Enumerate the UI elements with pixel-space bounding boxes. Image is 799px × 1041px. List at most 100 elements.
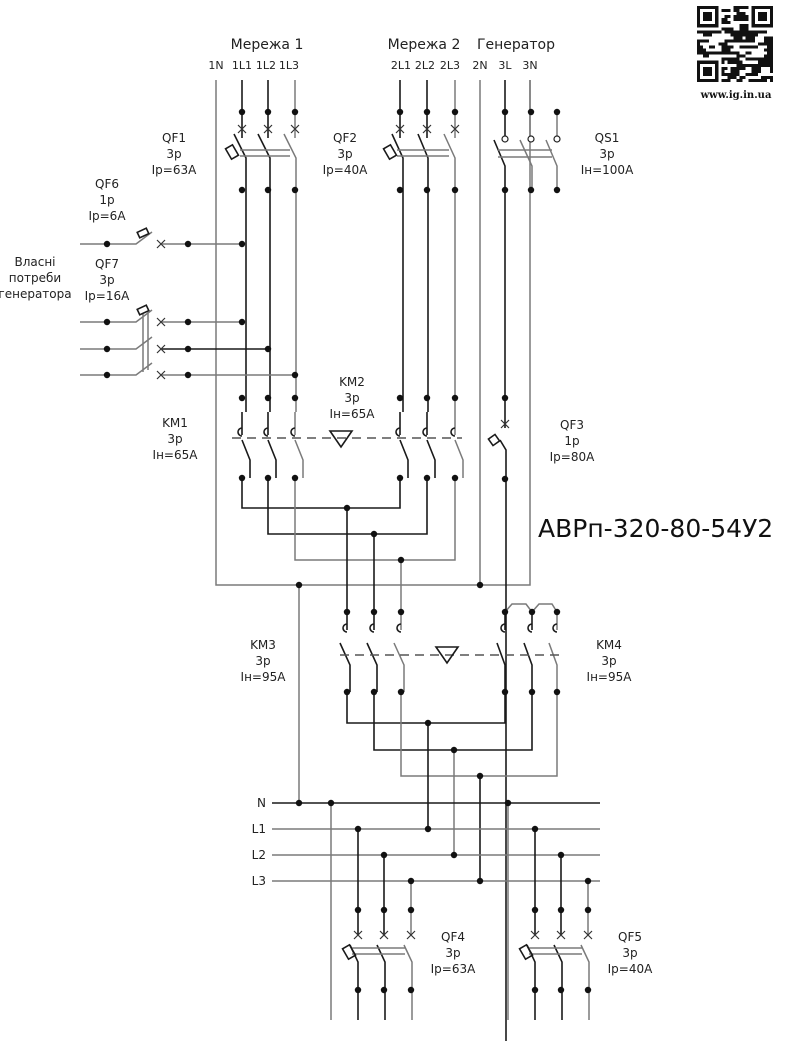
junction-dot	[528, 608, 536, 616]
svg-text:Iр=40А: Iр=40А	[608, 962, 653, 976]
junction-dot	[531, 986, 539, 994]
svg-text:QF4: QF4	[441, 930, 465, 944]
junction-dot	[424, 719, 432, 727]
junction-dot	[103, 345, 111, 353]
svg-text:KM3: KM3	[250, 638, 276, 652]
bus-L3-label: L3	[252, 874, 266, 888]
junction-dot	[370, 530, 378, 538]
junction-dot	[327, 799, 335, 807]
own-needs-label: Власні потреби генератора	[0, 255, 72, 301]
junction-dot	[103, 371, 111, 379]
junction-dot	[423, 394, 431, 402]
terminal-2N: 2N	[472, 59, 487, 72]
junction-dot	[476, 877, 484, 885]
bus-N-label: N	[257, 796, 266, 810]
junction-dot	[501, 608, 509, 616]
svg-text:1р: 1р	[99, 193, 114, 207]
svg-text:Iр=80А: Iр=80А	[550, 450, 595, 464]
device-labels: QF1 3р Iр=63А QF2 3р Iр=40А QS1 3р Iн=10…	[0, 131, 653, 976]
qf5-label: QF5 3р Iр=40А	[608, 930, 653, 976]
junction-dot	[423, 186, 431, 194]
terminal-1L3: 1L3	[279, 59, 299, 72]
km2-label: KM2 3р Iн=65А	[330, 375, 376, 421]
svg-text:1р: 1р	[564, 434, 579, 448]
svg-text:3р: 3р	[337, 147, 352, 161]
x-marks	[156, 124, 593, 940]
junction-dot	[501, 688, 509, 696]
brand-url: www.ig.in.ua	[700, 90, 772, 101]
junction-dot	[527, 108, 535, 116]
junction-dot	[238, 186, 246, 194]
svg-text:3р: 3р	[601, 654, 616, 668]
junction-dot	[397, 556, 405, 564]
junction-dot	[531, 906, 539, 914]
svg-text:потреби: потреби	[9, 271, 61, 285]
terminal-3L: 3L	[498, 59, 512, 72]
terminal-1L1: 1L1	[232, 59, 252, 72]
junction-dot	[291, 474, 299, 482]
junction-dot	[451, 474, 459, 482]
junction-dot	[380, 906, 388, 914]
junction-dot	[291, 371, 299, 379]
junction-dot	[354, 906, 362, 914]
junction-dot	[264, 345, 272, 353]
junction-dot	[291, 108, 299, 116]
qr-code-icon	[697, 6, 773, 82]
junction-dot	[557, 906, 565, 914]
svg-text:Iн=65А: Iн=65А	[153, 448, 199, 462]
svg-text:Iн=65А: Iн=65А	[330, 407, 376, 421]
junction-dot	[504, 799, 512, 807]
qf7-label: QF7 3р Iр=16А	[85, 257, 130, 303]
qf6-label: QF6 1р Iр=6А	[88, 177, 126, 223]
terminal-1L2: 1L2	[256, 59, 276, 72]
junction-dot	[291, 394, 299, 402]
junction-dot	[397, 608, 405, 616]
junction-dot	[238, 240, 246, 248]
junction-dot	[423, 108, 431, 116]
svg-text:3р: 3р	[255, 654, 270, 668]
junction-dot	[476, 772, 484, 780]
junction-dot	[238, 394, 246, 402]
junction-dot	[451, 108, 459, 116]
qf1-label: QF1 3р Iр=63А	[152, 131, 197, 177]
junction-dot	[238, 318, 246, 326]
junction-dot	[354, 986, 362, 994]
svg-text:3р: 3р	[599, 147, 614, 161]
junction-dot	[238, 108, 246, 116]
svg-text:генератора: генератора	[0, 287, 72, 301]
junction-dot	[557, 851, 565, 859]
junction-dot	[553, 108, 561, 116]
junction-dots	[103, 108, 592, 994]
junction-dot	[295, 581, 303, 589]
svg-text:Iн=95А: Iн=95А	[587, 670, 633, 684]
junction-dot	[531, 825, 539, 833]
model-label: АВРп-320-80-54У2	[538, 514, 773, 543]
qf3-label: QF3 1р Iр=80А	[550, 418, 595, 464]
svg-text:Iн=100А: Iн=100А	[581, 163, 634, 177]
junction-dot	[343, 608, 351, 616]
svg-text:QF5: QF5	[618, 930, 642, 944]
junction-dot	[476, 581, 484, 589]
svg-text:Iр=6А: Iр=6А	[88, 209, 126, 223]
junction-dot	[396, 394, 404, 402]
junction-dot	[264, 186, 272, 194]
svg-text:3р: 3р	[344, 391, 359, 405]
junction-dot	[553, 608, 561, 616]
junction-dot	[343, 688, 351, 696]
junction-dot	[451, 186, 459, 194]
km4-label: KM4 3р Iн=95А	[587, 638, 633, 684]
svg-text:Iр=63А: Iр=63А	[431, 962, 476, 976]
generator-label: Генератор	[477, 37, 555, 53]
junction-dot	[527, 186, 535, 194]
junction-dot	[184, 345, 192, 353]
svg-text:Власні: Власні	[14, 255, 55, 269]
junction-dot	[450, 746, 458, 754]
junction-dot	[343, 504, 351, 512]
junction-dot	[584, 986, 592, 994]
junction-dot	[380, 851, 388, 859]
terminal-1N: 1N	[208, 59, 223, 72]
junction-dot	[396, 186, 404, 194]
svg-text:Iр=16А: Iр=16А	[85, 289, 130, 303]
junction-dot	[397, 688, 405, 696]
